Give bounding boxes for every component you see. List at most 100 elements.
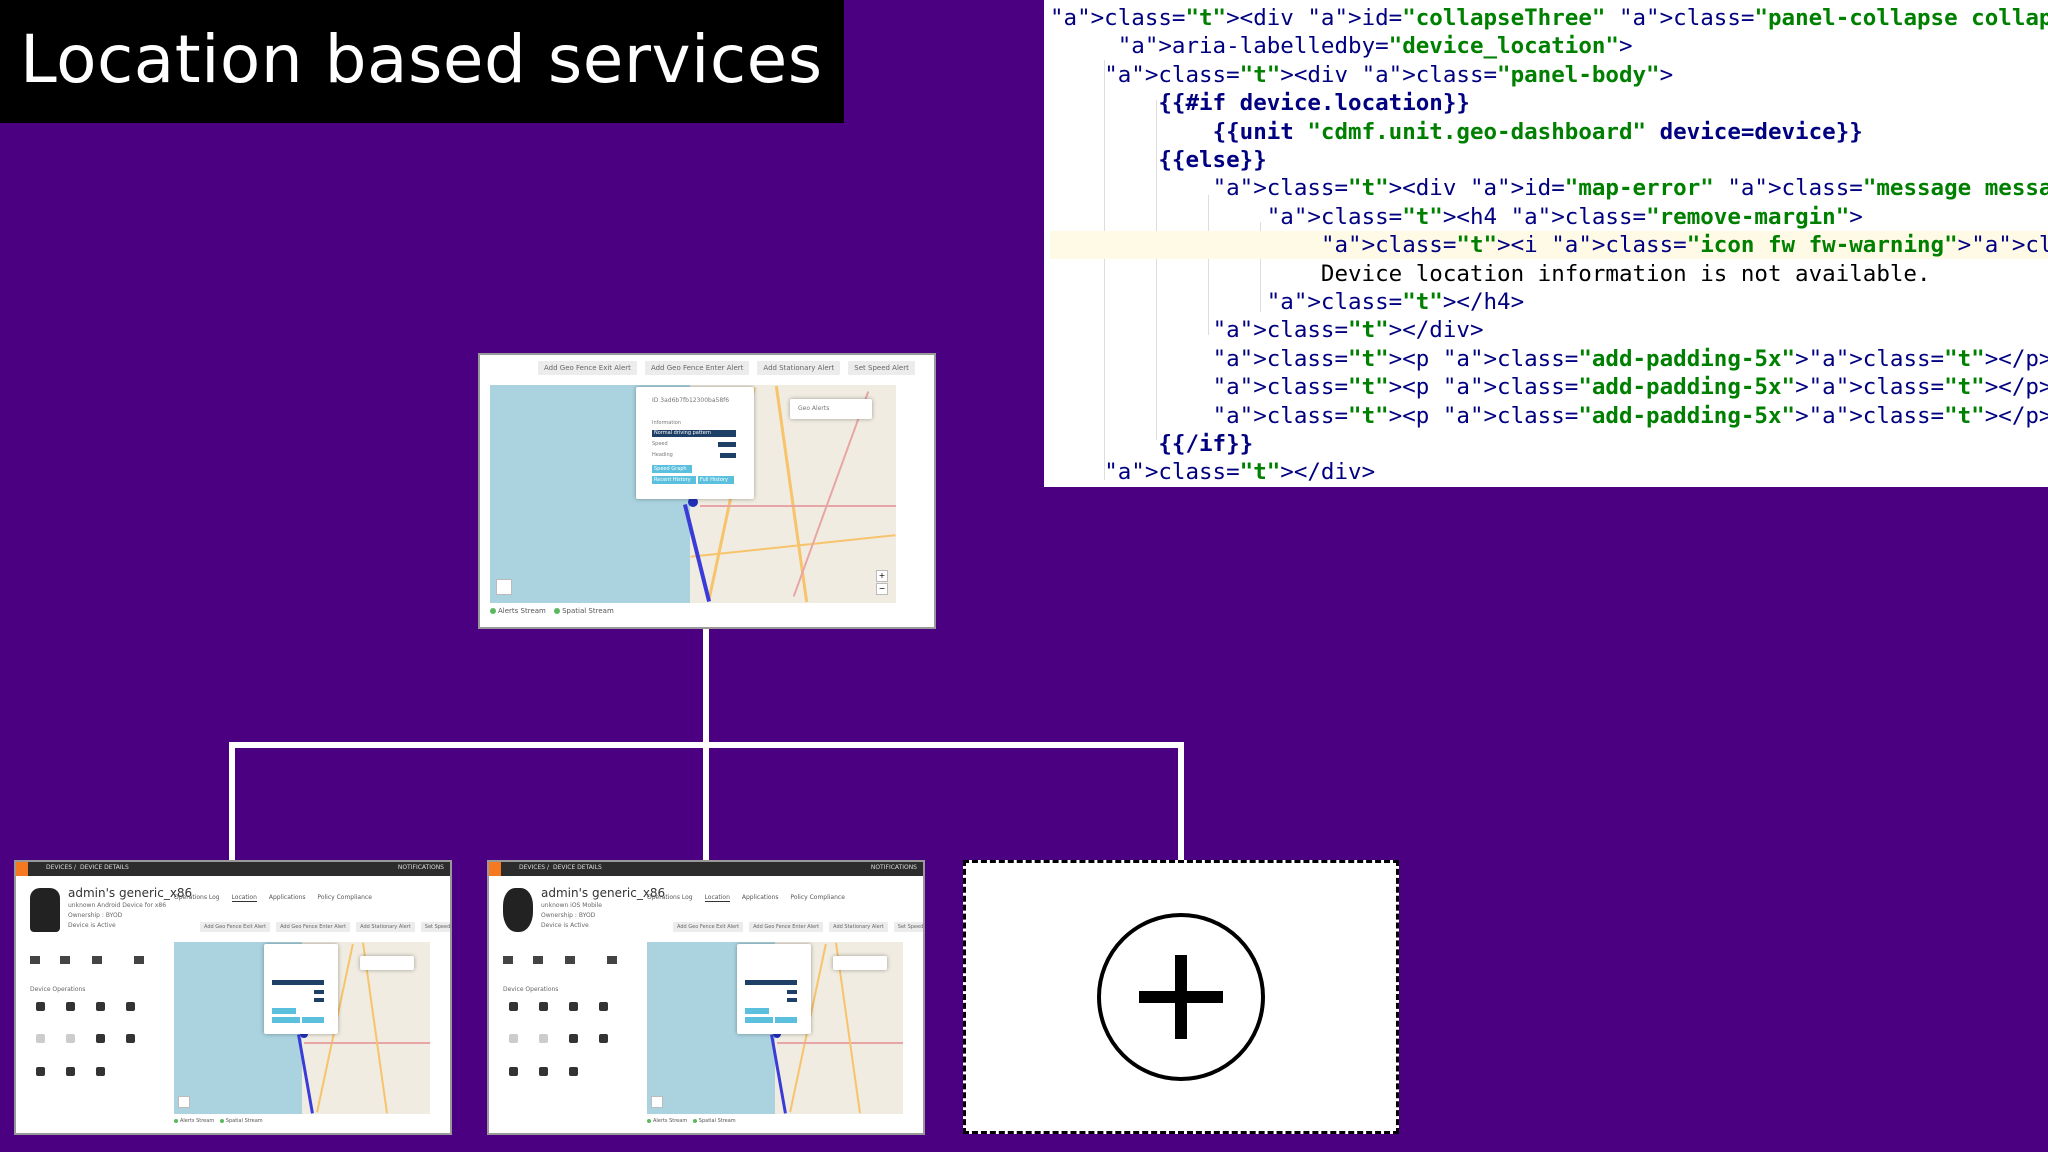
code-line: "a">class="t"><div "a">id="map-error" "a… [1212,175,2048,202]
tab-location[interactable]: Location [704,894,730,902]
breadcrumb-devices[interactable]: DEVICES [519,864,546,871]
breadcrumb-device-details[interactable]: DEVICE DETAILS [553,864,602,871]
connector-right [1178,742,1184,860]
wipe-data-icon[interactable] [569,1067,578,1076]
layers-icon[interactable] [651,1096,663,1108]
geo-fence-enter-button[interactable]: Add Geo Fence Enter Alert [644,361,750,375]
breadcrumb-devices[interactable]: DEVICES [46,864,73,871]
full-history-button[interactable]: Full History [698,476,734,484]
speed-alert-button[interactable]: Set Speed Alert [420,922,450,932]
add-platform-placeholder [963,860,1399,1134]
menu-icon[interactable] [16,862,28,876]
location-marker[interactable] [773,1030,781,1038]
zoom-out-icon[interactable]: − [876,583,888,595]
upgrade-firmware-icon [539,1034,548,1043]
lock-icon[interactable] [66,1002,75,1011]
stationary-alert-button[interactable]: Add Stationary Alert [356,922,415,932]
title-banner: Location based services [0,0,844,123]
stationary-alert-button[interactable]: Add Stationary Alert [829,922,888,932]
code-line: "a">class="t"><i "a">class="icon fw fw-w… [1050,231,2048,260]
connector-middle [703,742,709,860]
popup-device-id: ID 3ad6b7fb12300ba58f6 [652,397,730,404]
device-ownership: Ownership : BYOD [68,912,123,919]
stationary-alert-button[interactable]: Add Stationary Alert [757,361,841,375]
full-history-button[interactable] [302,1017,324,1023]
device-name: admin's generic_x86 [68,886,193,900]
tab-operations-log[interactable]: Operations Log [174,894,220,901]
device-details-screenshot-ios: DEVICES / DEVICE DETAILS NOTIFICATIONS a… [487,860,925,1135]
change-lock-code-icon[interactable] [509,1067,518,1076]
location-marker[interactable] [300,1030,308,1038]
location-icon[interactable] [96,1002,105,1011]
mute-icon[interactable] [569,1034,578,1043]
location-icon[interactable] [569,1002,578,1011]
geo-fence-enter-button[interactable]: Add Geo Fence Enter Alert [749,922,824,932]
message-icon[interactable] [599,1034,608,1043]
tab-applications[interactable]: Applications [741,894,779,901]
speed-alert-button[interactable]: Set Speed Alert [893,922,923,932]
geo-alerts-panel[interactable] [833,956,887,970]
geo-alerts-panel[interactable] [360,956,414,970]
enterprise-wipe-icon[interactable] [66,1067,75,1076]
tab-policy-compliance[interactable]: Policy Compliance [790,894,845,901]
speed-graph-button[interactable] [272,1008,296,1014]
speed-graph-button[interactable]: Speed Graph [652,465,692,473]
clear-password-icon[interactable] [599,1002,608,1011]
breadcrumb-device-details[interactable]: DEVICE DETAILS [80,864,129,871]
map-view[interactable] [174,942,430,1114]
layers-icon[interactable] [178,1096,190,1108]
notifications-link[interactable]: NOTIFICATIONS [397,864,444,871]
alert-button-row: Add Geo Fence Exit Alert Add Geo Fence E… [200,922,450,932]
plus-circle-icon [1097,913,1265,1081]
ring-icon[interactable] [509,1002,518,1011]
lock-icon[interactable] [539,1002,548,1011]
speed-alert-button[interactable]: Set Speed Alert [848,361,915,375]
code-line: {{else}} [1158,147,1267,173]
tab-location[interactable]: Location [231,894,257,902]
device-stats-row [30,956,160,964]
message-icon[interactable] [126,1034,135,1043]
recent-history-button[interactable]: Recent History [652,476,696,484]
alert-button-row: Add Geo Fence Exit Alert Add Geo Fence E… [538,361,915,375]
geo-fence-exit-button[interactable]: Add Geo Fence Exit Alert [200,922,271,932]
device-details-screenshot-android: DEVICES / DEVICE DETAILS NOTIFICATIONS a… [14,860,452,1135]
speed-graph-button[interactable] [745,1008,769,1014]
upgrade-firmware-icon [66,1034,75,1043]
menu-icon[interactable] [489,862,501,876]
stream-legend: Alerts Stream Spatial Stream [490,607,614,615]
popup-speed-label: Speed [652,441,668,447]
geo-alerts-panel[interactable]: Geo Alerts [790,399,872,419]
device-info-popup [264,944,338,1034]
notifications-link[interactable]: NOTIFICATIONS [870,864,917,871]
recent-history-button[interactable] [745,1017,773,1023]
change-lock-code-icon[interactable] [36,1067,45,1076]
tab-policy-compliance[interactable]: Policy Compliance [317,894,372,901]
geo-fence-enter-button[interactable]: Add Geo Fence Enter Alert [276,922,351,932]
device-tabs: Operations Log Location Applications Pol… [647,894,845,902]
device-model: unknown iOS Mobile [541,902,602,909]
recent-history-button[interactable] [272,1017,300,1023]
full-history-button[interactable] [775,1017,797,1023]
geo-fence-exit-button[interactable]: Add Geo Fence Exit Alert [538,361,637,375]
enterprise-wipe-icon[interactable] [539,1067,548,1076]
map-view[interactable] [647,942,903,1114]
clear-password-icon[interactable] [126,1002,135,1011]
geo-fence-exit-button[interactable]: Add Geo Fence Exit Alert [673,922,744,932]
tab-operations-log[interactable]: Operations Log [647,894,693,901]
mute-icon[interactable] [96,1034,105,1043]
device-operations-label: Device Operations [503,986,559,993]
code-line: "a">class="t"><p "a">class="add-padding-… [1212,402,2048,429]
connector-left [229,742,235,860]
code-line: "a">class="t"><p "a">class="add-padding-… [1212,345,2048,372]
layers-icon[interactable] [496,579,512,595]
ring-icon[interactable] [36,1002,45,1011]
popup-heading-label: Heading [652,452,673,458]
code-line: "a">class="t"></div> [1104,459,1376,486]
top-nav-bar: DEVICES / DEVICE DETAILS NOTIFICATIONS [16,862,450,876]
tab-applications[interactable]: Applications [268,894,306,901]
map-view[interactable]: ID 3ad6b7fb12300ba58f6 Information Norma… [490,385,896,603]
location-marker[interactable] [688,497,698,507]
wipe-data-icon[interactable] [96,1067,105,1076]
zoom-in-icon[interactable]: + [876,570,888,582]
reboot-icon [509,1034,518,1043]
